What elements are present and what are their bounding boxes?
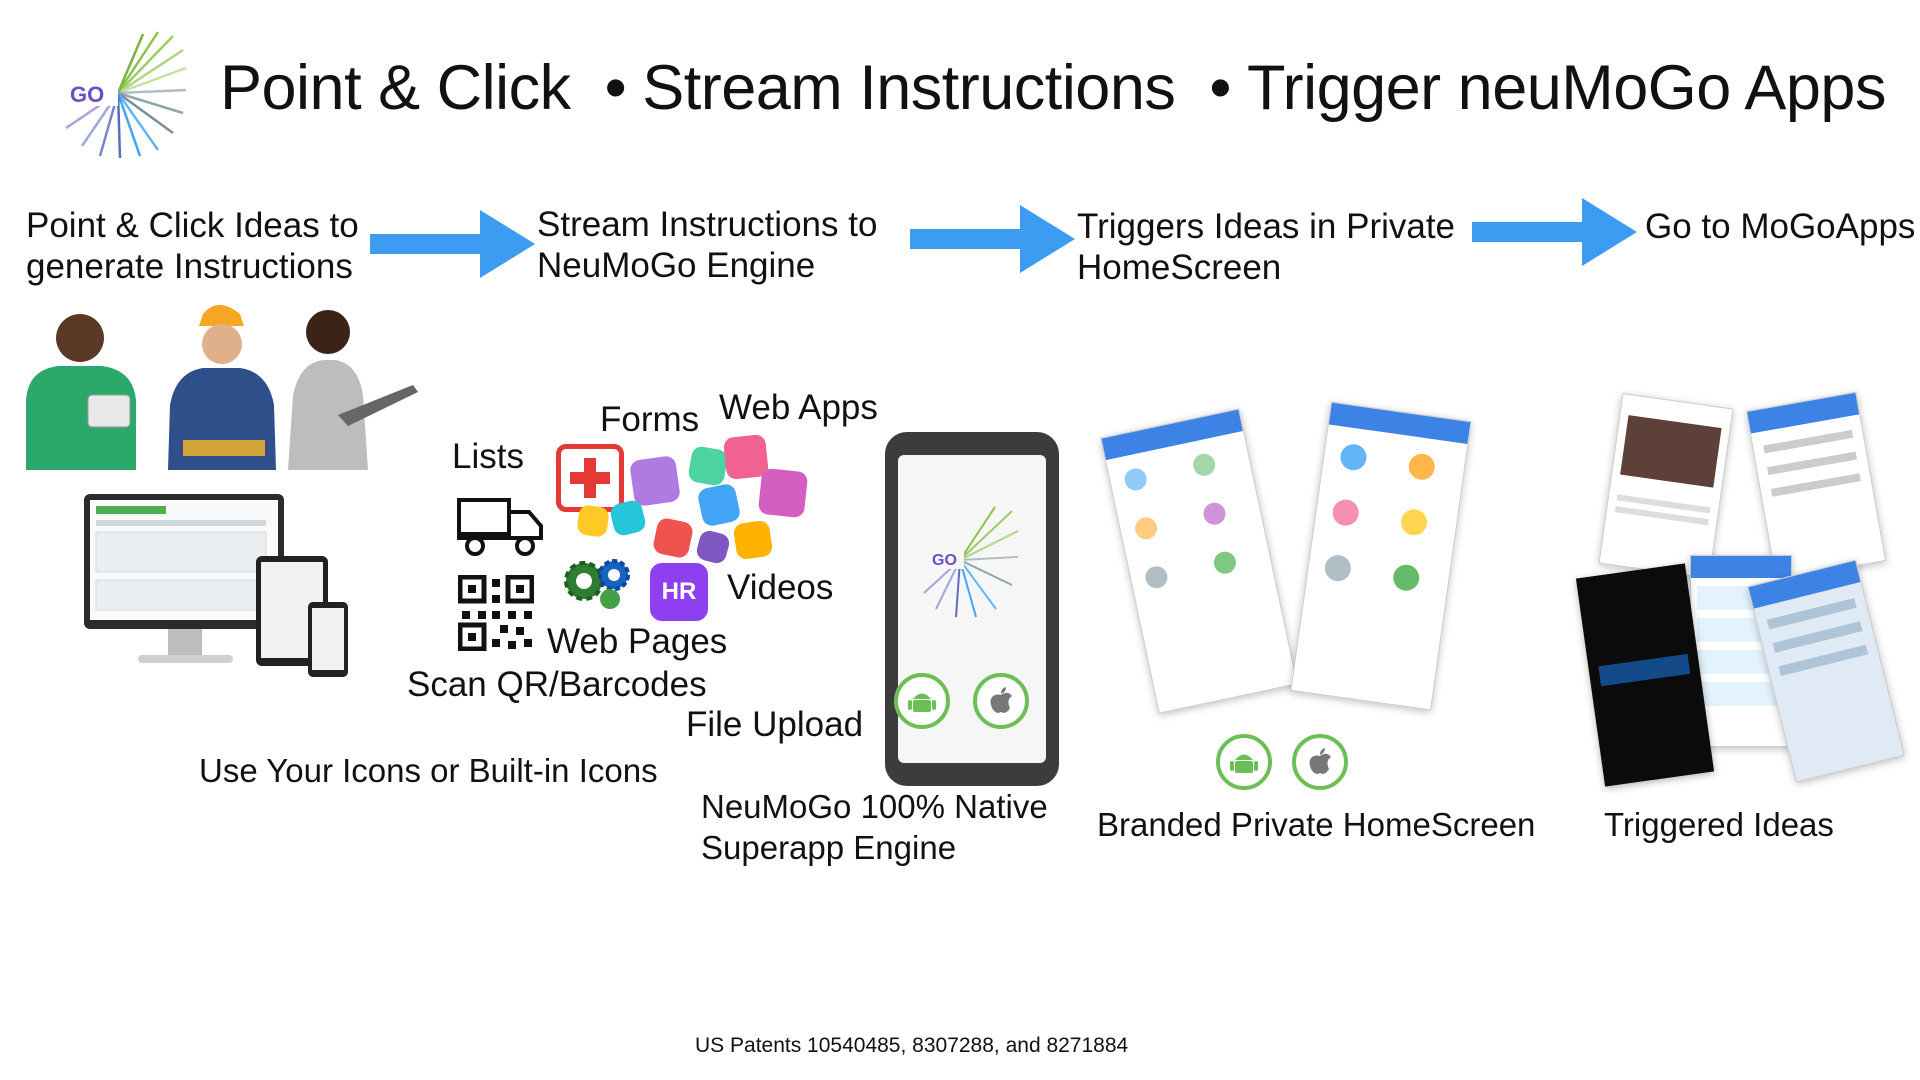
feature-lists: Lists [452,437,524,476]
android-icon [1216,734,1272,790]
triggered-screenshot-form [1747,559,1905,783]
flow-arrow-icon [1472,198,1637,266]
triggered-screenshot-helpdesk [1745,391,1887,581]
flow-arrow-icon [370,210,535,278]
money-app-icon [687,445,729,487]
worker-figure [168,305,276,470]
title-bullet: • [604,53,627,123]
cloud-app-icon [696,482,742,528]
devices-mockup [84,494,348,677]
homescreen-screenshot-right [1290,401,1472,711]
step-triggers: Triggers Ideas in Private HomeScreen [1077,206,1455,288]
triggered-screenshot-article [1598,393,1734,579]
hr-badge-text: HR [661,578,697,605]
businesswoman-figure [288,310,418,470]
homescreen-caption: Branded Private HomeScreen [1097,806,1536,843]
people-illustration [26,305,418,470]
chat-app-icon [576,504,610,538]
video-app-icon [629,455,681,507]
feature-videos: Videos [727,568,834,607]
step-line: NeuMoGo Engine [537,246,816,285]
icons-caption: Use Your Icons or Built-in Icons [199,752,658,789]
title-part-stream: Stream Instructions [642,53,1176,123]
qr-code-icon [458,575,534,651]
step-stream: Stream Instructions to NeuMoGo Engine [537,204,877,286]
step-line: Stream Instructions to [537,205,878,244]
title-part-point-click: Point & Click [220,53,571,123]
step-go-mogoapps: Go to MoGoApps [1645,206,1915,247]
patents-footer: US Patents 10540485, 8307288, and 827188… [695,1034,1129,1057]
feature-scan: Scan QR/Barcodes [407,665,707,704]
engine-caption-line: NeuMoGo 100% Native [701,788,1048,825]
step-line: Go to MoGoApps [1645,207,1916,246]
android-icon [894,673,950,729]
step-line: HomeScreen [1077,248,1282,287]
first-aid-icon [556,444,624,512]
step-line: generate Instructions [26,247,353,286]
person-app-icon [694,528,732,566]
cart-app-icon [651,516,695,560]
logo-text: GO [70,82,104,107]
homescreen-screenshot-left [1100,408,1298,714]
phone-app-icon [757,467,809,519]
logo-text: GO [932,552,957,569]
step-line: Triggers Ideas in Private [1077,207,1456,246]
engine-caption-line: Superapp Engine [701,829,957,866]
step-point-click: Point & Click Ideas to generate Instruct… [26,205,359,287]
nurse-figure [26,314,136,470]
hr-app-icon: HR [650,563,708,621]
page-title: Point & Click•Stream Instructions•Trigge… [220,52,1886,124]
engine-caption: NeuMoGo 100% Native Superapp Engine [701,786,1048,868]
gears-money-icon [564,559,630,609]
neumogo-logo: GO [65,31,187,159]
step-line: Point & Click Ideas to [26,206,359,245]
truck-icon [457,498,543,556]
neumogo-logo: GO [923,506,1019,618]
triggered-caption: Triggered Ideas [1604,806,1834,843]
apple-icon [1292,734,1348,790]
feature-web-apps: Web Apps [719,388,878,427]
title-bullet: • [1209,53,1231,123]
flow-arrow-icon [910,205,1075,273]
title-part-trigger: Trigger neuMoGo Apps [1246,53,1887,123]
mail-app-icon [732,519,774,561]
feature-forms: Forms [600,400,700,439]
feature-web-pages: Web Pages [547,622,728,661]
apple-icon [973,673,1029,729]
feature-file-upload: File Upload [686,705,864,744]
